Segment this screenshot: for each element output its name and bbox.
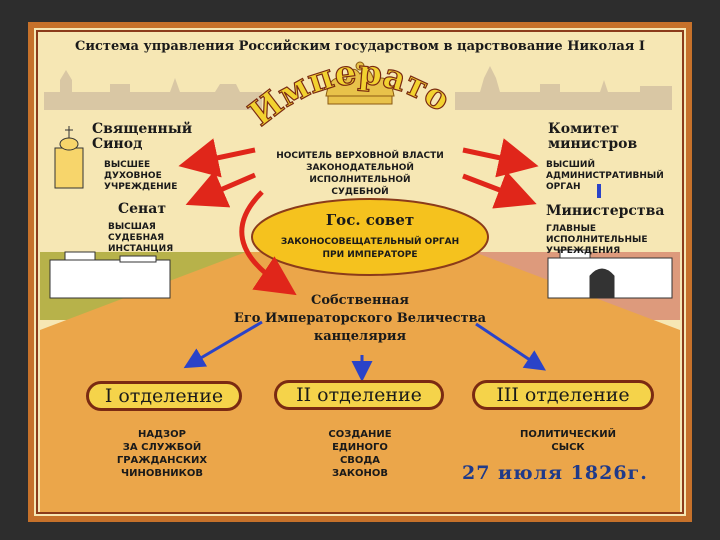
committee-title: Комитет министров — [548, 121, 638, 152]
page-title: Система управления Российским государств… — [75, 39, 645, 54]
chancellery-title: Собственная Его Императорского Величеств… — [233, 293, 487, 344]
emperor-title: Император — [0, 0, 457, 134]
emperor-description: НОСИТЕЛЬ ВЕРХОВНОЙ ВЛАСТИ ЗАКОНОДАТЕЛЬНО… — [276, 151, 444, 197]
committee-description: ВЫСШИЙ АДМИНИСТРАТИВНЫЙ ОРГАН — [546, 160, 664, 192]
ministries-building — [547, 249, 673, 299]
council-title: Гос. совет — [325, 211, 415, 229]
senate-title: Сенат — [118, 201, 167, 217]
red-arrows — [178, 138, 539, 296]
council-ellipse — [251, 198, 489, 276]
blue-arrows — [183, 184, 601, 382]
department-2-description: СОЗДАНИЕ ЕДИНОГО СВОДА ЗАКОНОВ — [328, 429, 392, 479]
department-2-box: II отделение — [274, 380, 444, 410]
ministries-description: ГЛАВНЫЕ ИСПОЛНИТЕЛЬНЫЕ УЧРЕЖДЕНИЯ — [546, 224, 648, 256]
senate-building — [49, 251, 171, 299]
synod-description: ВЫСШЕЕ ДУХОВНОЕ УЧРЕЖДЕНИЕ — [104, 160, 178, 192]
council-description: ЗАКОНОСОВЕЩАТЕЛЬНЫЙ ОРГАН ПРИ ИМПЕРАТОРЕ — [280, 237, 460, 260]
synod-title: Священный Синод — [92, 121, 193, 152]
crown-icon — [325, 61, 395, 105]
department-1-box: I отделение — [86, 381, 242, 411]
city-skyline — [44, 66, 672, 110]
synod-church-icon — [54, 126, 84, 189]
ministries-title: Министерства — [546, 203, 665, 219]
department-1-description: НАДЗОР ЗА СЛУЖБОЙ ГРАЖДАНСКИХ ЧИНОВНИКОВ — [116, 429, 208, 479]
department-3-box: III отделение — [472, 380, 654, 410]
senate-description: ВЫСШАЯ СУДЕБНАЯ ИНСТАНЦИЯ — [108, 222, 174, 254]
date-label: 27 июля 1826г. — [462, 462, 648, 484]
department-3-description: ПОЛИТИЧЕСКИЙ СЫСК — [520, 429, 616, 453]
